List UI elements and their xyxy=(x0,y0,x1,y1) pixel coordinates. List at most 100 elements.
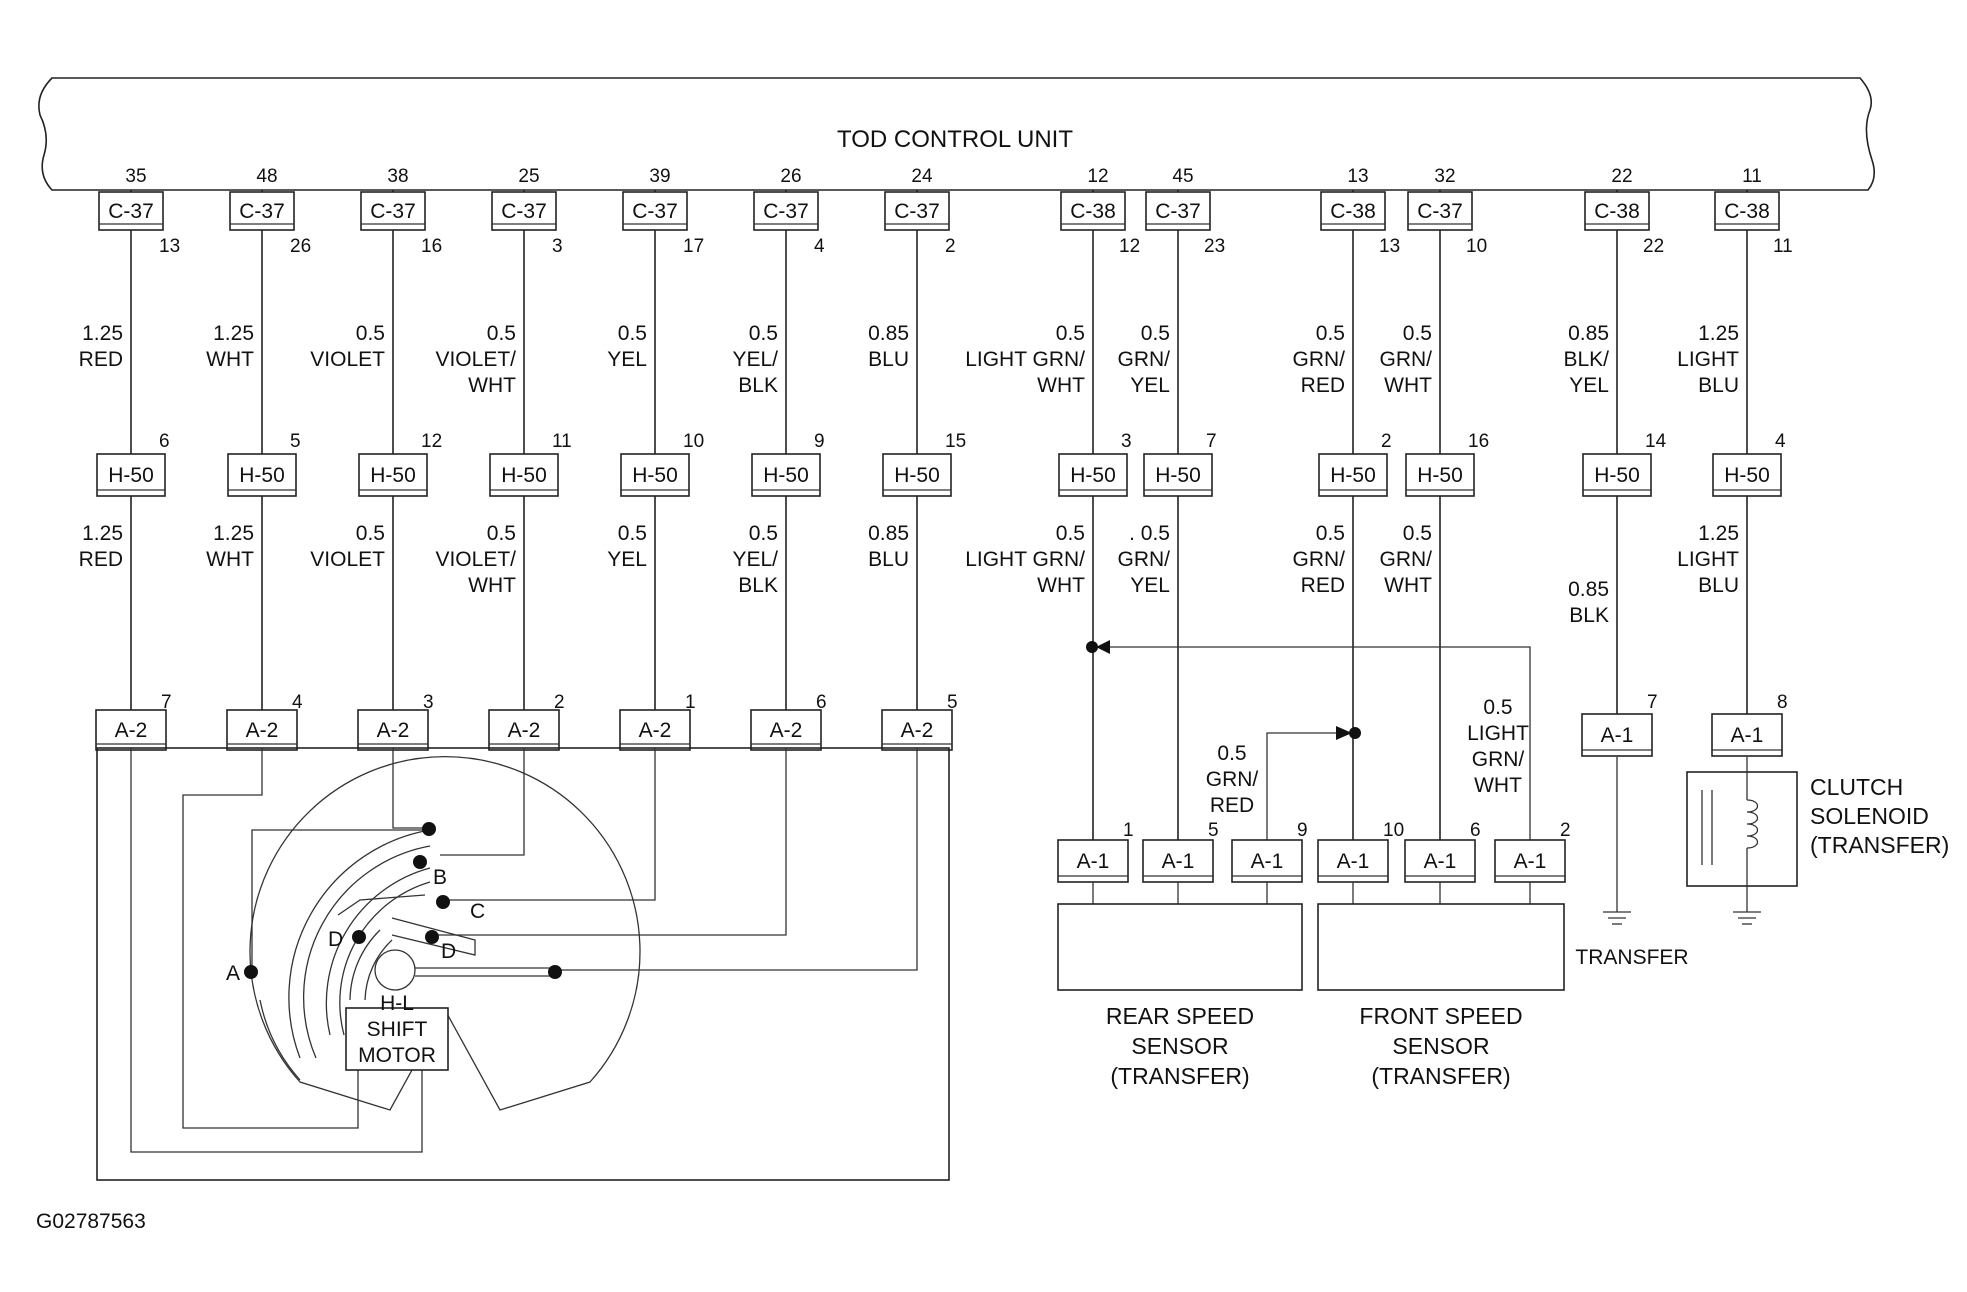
sensor-col-1-ecu-conn-label: C-37 xyxy=(1155,200,1201,223)
sensor-col-1-wire-a-0: 0.5 xyxy=(1141,322,1170,345)
sensor-col-0-ecu-pin: 12 xyxy=(1087,166,1108,187)
shift-col-5-h-pin: 9 xyxy=(814,431,825,452)
contact-a-dot xyxy=(244,965,258,979)
shift-col-1-wire-a-0: 1.25 xyxy=(213,322,254,345)
sensor-col-0-h-conn-label: H-50 xyxy=(1070,464,1116,487)
shift-col-0-a-conn-label: A-2 xyxy=(115,719,148,742)
sensor-col-1-wire-b-2: YEL xyxy=(1130,574,1170,597)
shift-col-4-a-conn-label: A-2 xyxy=(639,719,672,742)
shift-col-4-wire-b-1: YEL xyxy=(607,548,647,571)
contact-label-a: A xyxy=(226,962,240,985)
speed-pin-4-conn-label: A-1 xyxy=(1424,850,1457,873)
sensor-col-2-h-conn-label: H-50 xyxy=(1330,464,1376,487)
sensor-col-5-wire-a-1: LIGHT xyxy=(1677,348,1739,371)
speed-pin-1-conn-box xyxy=(1142,839,1214,883)
sensor-col-5-wire-a-0: 1.25 xyxy=(1698,322,1739,345)
shift-col-0-wire-a-1: RED xyxy=(79,348,123,371)
speed-pin-2-conn-box xyxy=(1231,839,1303,883)
sensor-col-2-wire-a-0: 0.5 xyxy=(1316,322,1345,345)
sensor-col-1-ecu-pin: 45 xyxy=(1172,166,1193,187)
sensor-col-2-wire-a-2: RED xyxy=(1301,374,1345,397)
shift-col-1-wire-b-0: 1.25 xyxy=(213,522,254,545)
sensor-col-1-wire-a-2: YEL xyxy=(1130,374,1170,397)
sensor-col-3-wire-b-2: WHT xyxy=(1384,574,1432,597)
speed-pin-3-conn-label: A-1 xyxy=(1337,850,1370,873)
shift-col-1-ecu-conn-label: C-37 xyxy=(239,200,285,223)
sensor-col-4-ecu-conn-label: C-38 xyxy=(1594,200,1640,223)
shift-col-2-a-pin: 3 xyxy=(423,692,434,713)
shift-col-5-ecu-conn-label: C-37 xyxy=(763,200,809,223)
shift-col-4-wire-b-0: 0.5 xyxy=(618,522,647,545)
contact-d1-dot xyxy=(352,930,366,944)
speed-pin-0-num: 1 xyxy=(1123,820,1134,841)
sensor-col-5-a-pin: 8 xyxy=(1777,692,1788,713)
jumper-2-label-4: WHT xyxy=(1474,774,1522,797)
shift-col-1-a-conn-box xyxy=(226,709,298,751)
shift-col-6-a-pin: 5 xyxy=(947,692,958,713)
sensor-col-4-a-pin: 7 xyxy=(1647,692,1658,713)
shift-col-0-wire-b-0: 1.25 xyxy=(82,522,123,545)
sensor-col-2-ecu-sub: 13 xyxy=(1379,236,1400,257)
speed-pin-2-conn-label: A-1 xyxy=(1251,850,1284,873)
sensor-col-1-wire-b-1: GRN/ xyxy=(1118,548,1171,571)
shift-col-5-wire-b-1: YEL/ xyxy=(732,548,778,571)
transfer-ground-label: TRANSFER xyxy=(1575,946,1688,969)
sensor-col-3-ecu-pin: 32 xyxy=(1434,166,1455,187)
speed-pin-5-conn-label: A-1 xyxy=(1514,850,1547,873)
shift-col-6-ecu-pin: 24 xyxy=(911,166,933,187)
shift-col-4-h-conn-label: H-50 xyxy=(632,464,678,487)
sensor-col-3-ecu-sub: 10 xyxy=(1466,236,1487,257)
shift-col-2-a-conn-label: A-2 xyxy=(377,719,410,742)
sensor-col-5-wire-b-1: LIGHT xyxy=(1677,548,1739,571)
sensor-col-3-wire-b-1: GRN/ xyxy=(1380,548,1433,571)
speed-pin-3-conn-box xyxy=(1317,839,1389,883)
shift-col-6-wire-a-0: 0.85 xyxy=(868,322,909,345)
sensor-col-5-h-conn-label: H-50 xyxy=(1724,464,1770,487)
shift-col-3-h-conn-box xyxy=(489,453,559,497)
front-sensor-label-2: SENSOR xyxy=(1392,1033,1489,1059)
shift-col-3-a-conn-box xyxy=(488,709,560,751)
sensor-col-5-a-conn-label: A-1 xyxy=(1731,724,1764,747)
rear-sensor-label-3: (TRANSFER) xyxy=(1110,1063,1249,1089)
shift-col-6-a-conn-label: A-2 xyxy=(901,719,934,742)
sensor-col-5-wire-b-0: 1.25 xyxy=(1698,522,1739,545)
jumper-1-label-2: GRN/ xyxy=(1206,768,1259,791)
shift-col-1-wire-b-1: WHT xyxy=(206,548,254,571)
jumper-2-label-1: 0.5 xyxy=(1483,696,1512,719)
sensor-col-0-h-conn-box xyxy=(1058,453,1128,497)
shift-col-3-ecu-pin: 25 xyxy=(518,166,539,187)
speed-pin-1-num: 5 xyxy=(1208,820,1219,841)
contact-label-c: C xyxy=(470,900,485,923)
speed-sensor-jumpers xyxy=(1086,640,1531,847)
speed-pin-0-conn-label: A-1 xyxy=(1077,850,1110,873)
speed-pin-4-num: 6 xyxy=(1470,820,1481,841)
sensor-col-4-wire-b-1: BLK xyxy=(1569,604,1609,627)
shift-col-0-h-conn-label: H-50 xyxy=(108,464,154,487)
shift-col-2-ecu-sub: 16 xyxy=(421,236,442,257)
ground-icon xyxy=(1603,757,1631,925)
sensor-col-3-h-conn-label: H-50 xyxy=(1417,464,1463,487)
sensor-col-0-wire-a-2: WHT xyxy=(1037,374,1085,397)
clutch-label-1: CLUTCH xyxy=(1810,774,1903,800)
rear-sensor-label-2: SENSOR xyxy=(1131,1033,1228,1059)
shift-col-0-ecu-conn-label: C-37 xyxy=(108,200,154,223)
shift-col-0-h-pin: 6 xyxy=(159,431,170,452)
figure-id: G02787563 xyxy=(36,1210,146,1233)
shift-col-4-h-conn-box xyxy=(620,453,690,497)
sensor-col-4-wire-a-0: 0.85 xyxy=(1568,322,1609,345)
shift-col-2-a-conn-box xyxy=(357,709,429,751)
shift-motor-label-line3: MOTOR xyxy=(358,1044,436,1067)
rear-speed-sensor xyxy=(1057,903,1303,991)
shift-col-3-ecu-sub: 3 xyxy=(552,236,563,257)
shift-col-0-a-conn-box xyxy=(95,709,167,751)
contact-c-dot xyxy=(436,895,450,909)
shift-col-6-wire-b-1: BLU xyxy=(868,548,909,571)
sensor-col-2-wire-b-2: RED xyxy=(1301,574,1345,597)
sensor-col-1-h-pin: 7 xyxy=(1206,431,1217,452)
shift-col-2-ecu-pin: 38 xyxy=(387,166,408,187)
sensor-col-0-wire-b-1: LIGHT GRN/ xyxy=(965,548,1085,571)
jumper-1-label-1: 0.5 xyxy=(1217,742,1246,765)
sensor-col-5-h-conn-box xyxy=(1712,453,1782,497)
clutch-label-2: SOLENOID xyxy=(1810,803,1929,829)
sensor-col-0-ecu-conn-label: C-38 xyxy=(1070,200,1116,223)
